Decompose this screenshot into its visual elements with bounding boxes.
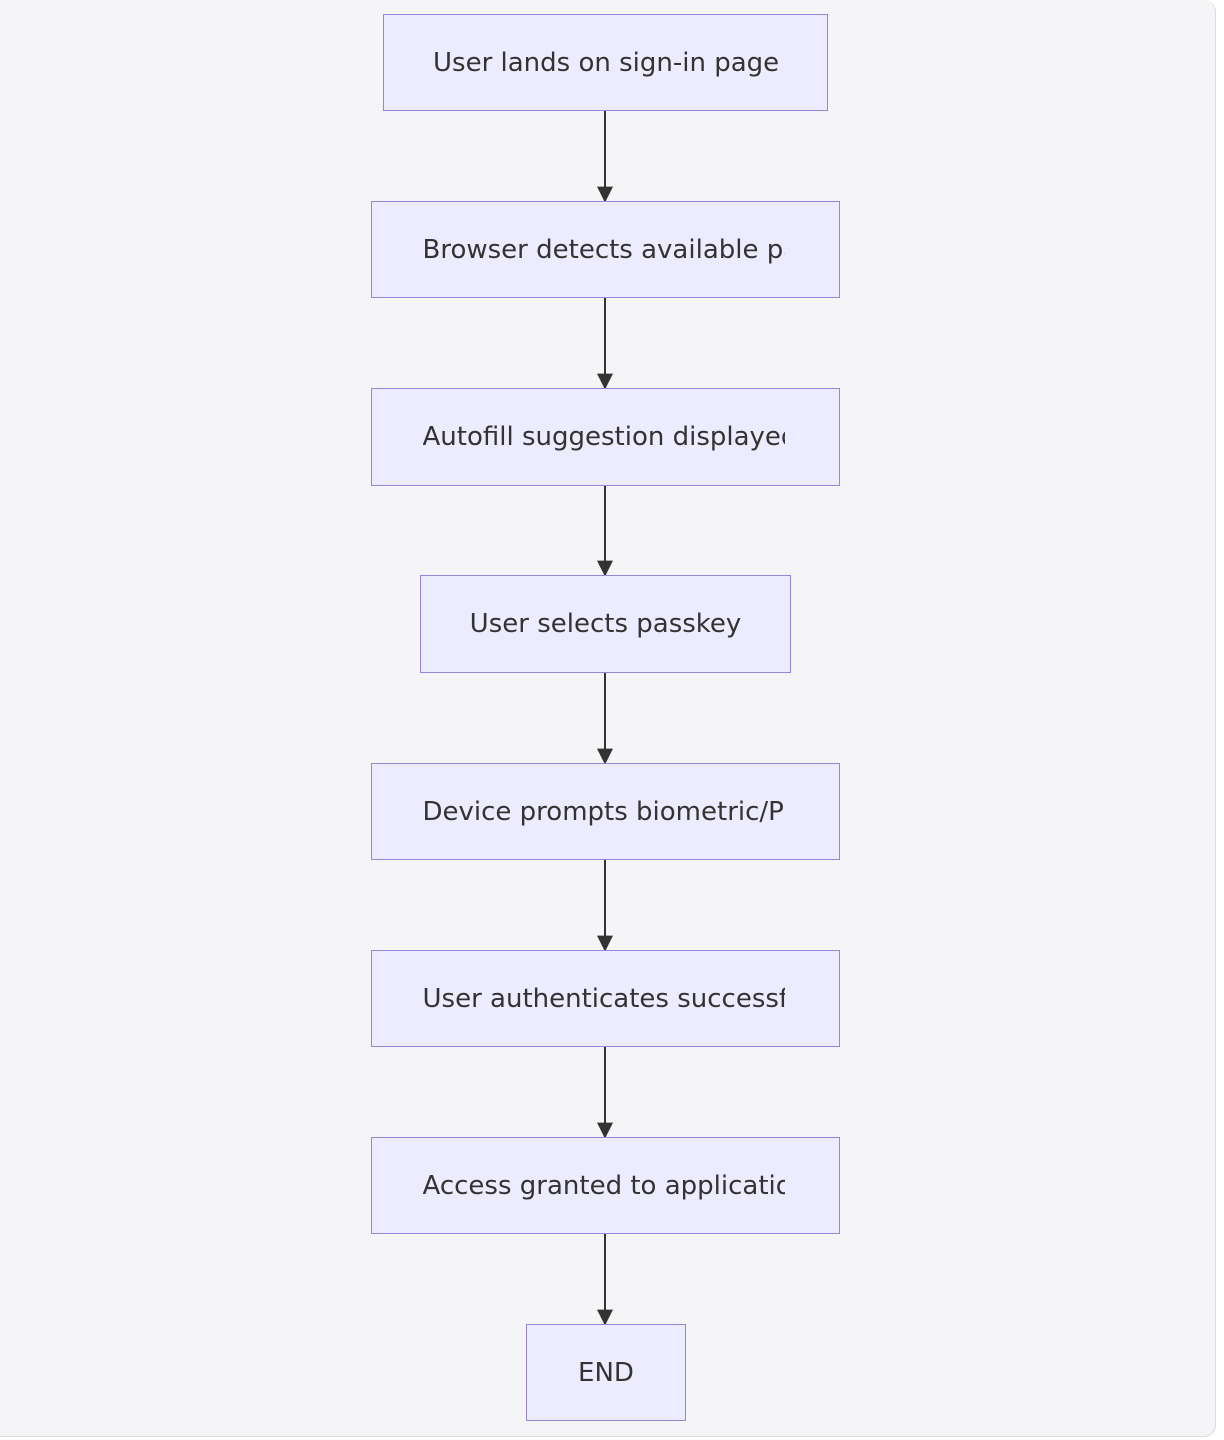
flow-node-access-granted: Access granted to application	[371, 1137, 840, 1234]
flow-node-user-authenticates: User authenticates successfully	[371, 950, 840, 1047]
node-label: Autofill suggestion displayed	[422, 422, 785, 452]
node-label: Access granted to application	[422, 1170, 785, 1201]
flow-node-end: END	[526, 1324, 686, 1421]
node-label: User authenticates successfully	[422, 983, 785, 1014]
node-label: END	[578, 1357, 634, 1388]
flow-node-browser-detects: Browser detects available passkeys	[371, 201, 840, 298]
node-label: Browser detects available passkeys	[422, 234, 785, 265]
node-label: User lands on sign-in page	[433, 47, 778, 78]
flow-node-user-selects-passkey: User selects passkey	[420, 575, 791, 673]
flow-node-device-prompts: Device prompts biometric/PIN	[371, 763, 840, 860]
flow-node-sign-in-page: User lands on sign-in page	[383, 14, 828, 111]
node-label: Device prompts biometric/PIN	[422, 796, 785, 827]
node-label: User selects passkey	[469, 609, 742, 639]
flow-node-autofill-suggestion: Autofill suggestion displayed	[371, 388, 840, 486]
